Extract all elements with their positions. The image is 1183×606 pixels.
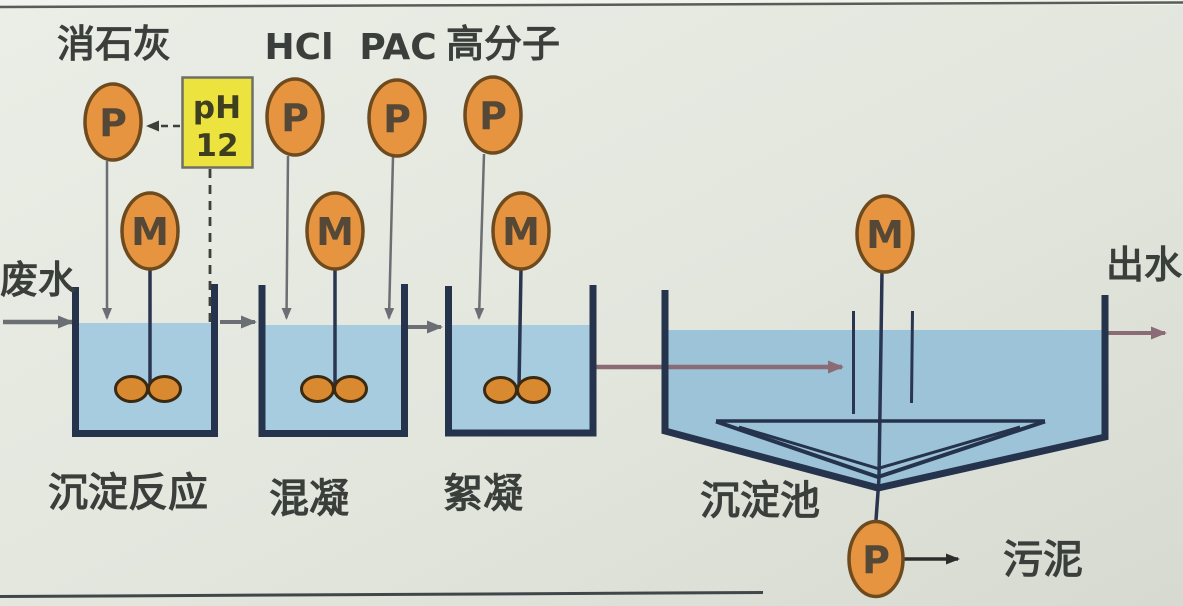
pump-symbol: P <box>281 96 309 140</box>
label-polymer: 高分子 <box>446 22 560 66</box>
impeller-blade <box>483 376 518 404</box>
tank-flocculation <box>445 285 597 437</box>
mixer-flocculation: M <box>491 191 551 271</box>
pump-polymer: P <box>463 75 523 155</box>
screen-bottom-edge-line <box>0 591 764 598</box>
pump-slaked-lime: P <box>83 82 143 162</box>
pump-circle <box>847 519 905 599</box>
label-stage-coagulation: 混凝 <box>269 476 349 522</box>
label-stage-reaction: 沉淀反应 <box>48 470 208 516</box>
screen-top-strip <box>0 0 1183 5</box>
pump-pac: P <box>367 78 427 158</box>
pump-symbol: P <box>383 97 411 141</box>
ph-label: pH <box>193 90 241 126</box>
label-stage-clarifier: 沉淀池 <box>700 478 820 524</box>
label-hcl: HCl <box>265 27 334 68</box>
clarifier-funnel-outer <box>715 419 1046 480</box>
label-sludge: 污泥 <box>1003 537 1083 583</box>
mixer-circle <box>855 194 915 274</box>
water-tank-reaction <box>79 323 212 430</box>
label-effluent: 出水 <box>1106 243 1183 287</box>
screen-top-edge-line <box>0 1 1183 9</box>
mixer-shaft-flocculation <box>517 267 523 389</box>
pump-circle <box>265 77 325 157</box>
label-slaked-lime: 消石灰 <box>57 22 171 66</box>
mixer-reaction: M <box>120 191 180 271</box>
label-pac: PAC <box>359 27 436 68</box>
impeller-icon-coagulation <box>300 375 368 403</box>
impeller-icon-flocculation <box>483 376 551 404</box>
pump-symbol: P <box>862 538 890 582</box>
pump-symbol: P <box>99 101 127 145</box>
mixer-clarifier: M <box>855 194 915 274</box>
mixer-circle <box>305 191 365 271</box>
feed-line-pac <box>384 156 395 320</box>
mixer-circle <box>120 191 180 271</box>
tank-coagulation <box>258 284 408 437</box>
ph-value: 12 <box>195 128 238 164</box>
pump-sludge: P <box>847 519 905 599</box>
ph-indicator-box: pH 12 <box>181 76 254 169</box>
label-influent: 废水 <box>0 258 77 302</box>
impeller-blade <box>147 375 182 403</box>
feed-line-polymer <box>474 153 486 320</box>
mixer-symbol: M <box>131 210 169 254</box>
pump-circle <box>367 78 427 158</box>
pump-symbol: P <box>479 94 507 138</box>
impeller-blade <box>333 375 368 403</box>
pump-circle <box>83 82 143 162</box>
label-stage-flocculation: 絮凝 <box>443 471 523 517</box>
impeller-blade <box>300 375 335 403</box>
clarifier-baffle-right <box>910 310 914 404</box>
mixer-coagulation: M <box>305 191 365 271</box>
impeller-blade <box>114 375 149 403</box>
impeller-icon-reaction <box>114 375 182 403</box>
pump-hcl: P <box>265 77 325 157</box>
pump-circle <box>463 75 523 155</box>
ph-box <box>181 76 254 169</box>
clarifier-funnel-inner <box>738 425 1021 471</box>
clarifier-walls <box>661 290 1109 492</box>
mixer-circle <box>491 191 551 271</box>
feed-line-hcl <box>281 155 292 320</box>
mixer-symbol: M <box>316 210 354 254</box>
mixer-symbol: M <box>866 213 904 257</box>
tank-reaction <box>72 284 218 437</box>
impeller-blade <box>516 376 551 404</box>
mixer-symbol: M <box>502 210 540 254</box>
